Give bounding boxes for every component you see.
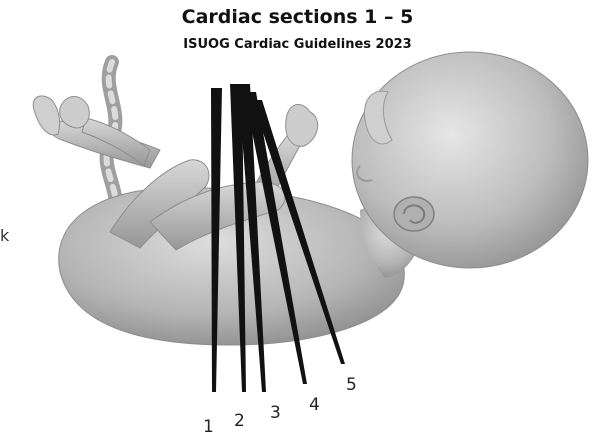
- scan-plane-label-4: 4: [309, 395, 320, 415]
- fetus-hand-back: [286, 104, 318, 146]
- fetus-ear: [394, 197, 434, 231]
- scan-plane-label-5: 5: [346, 375, 357, 395]
- fetus-foot: [33, 96, 59, 135]
- scan-plane-label-1: 1: [203, 417, 214, 437]
- fetus-head: [352, 52, 588, 268]
- scan-plane-label-3: 3: [270, 403, 281, 423]
- scan-plane-label-2: 2: [234, 411, 245, 431]
